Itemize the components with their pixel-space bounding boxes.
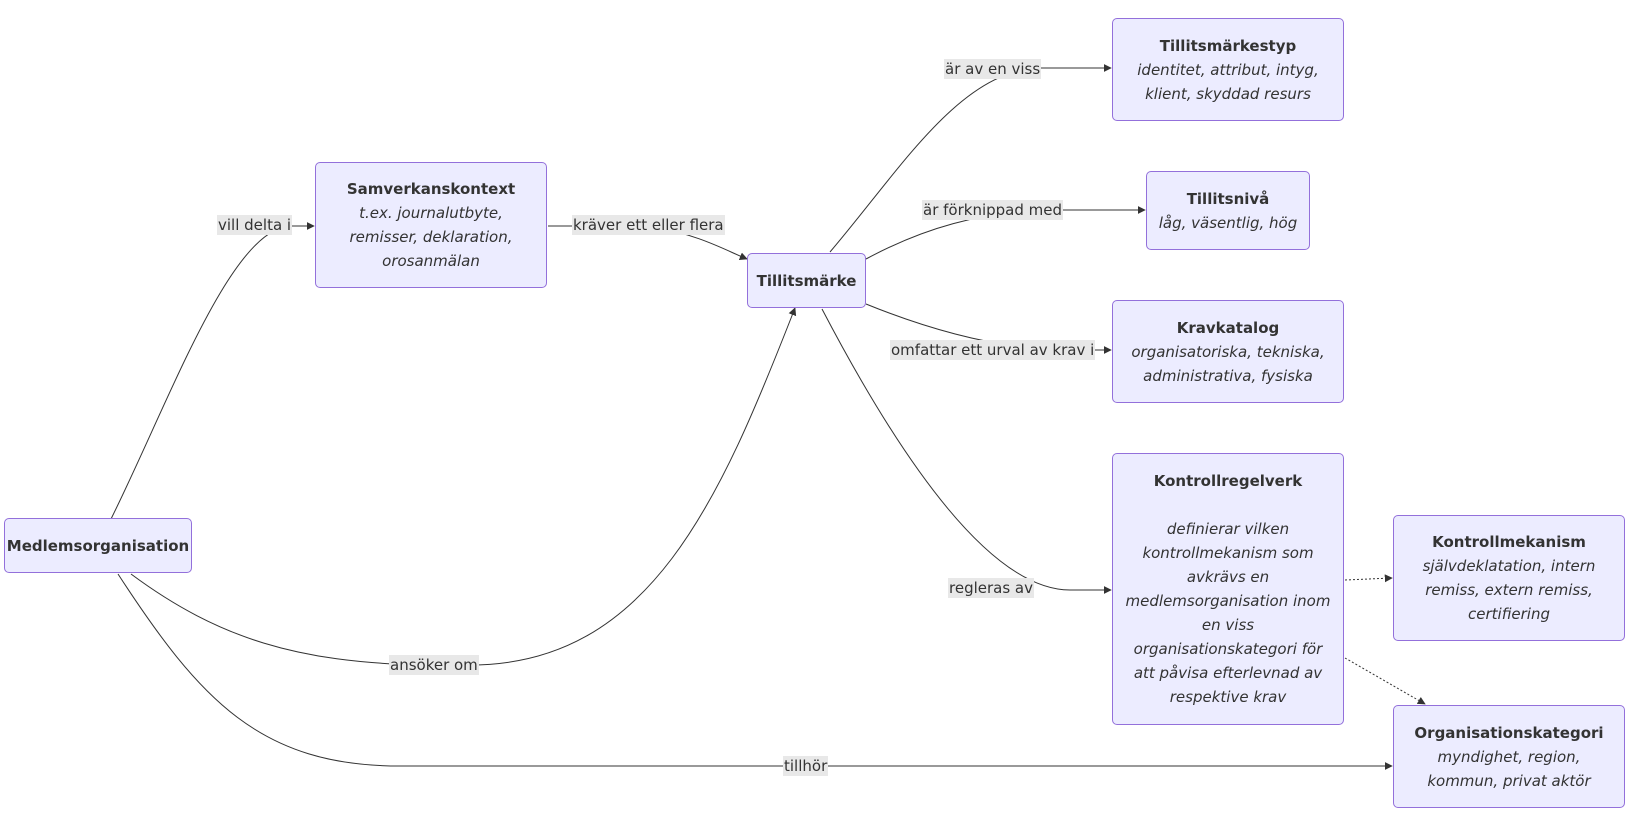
node-kravkatalog-desc-2: administrativa, fysiska — [1143, 366, 1313, 385]
node-organisationskategori-desc-1: myndighet, region, — [1437, 747, 1581, 766]
node-samverkanskontext-desc-2: remisser, deklaration, — [349, 228, 513, 246]
edge-label-regleras-av: regleras av — [948, 578, 1034, 598]
node-tillitsniva-desc-1: låg, väsentlig, hög — [1158, 213, 1298, 232]
node-kontrollmekanism-desc-1: självdeklatation, intern — [1422, 557, 1596, 575]
edge-label-ar-forknippad-med: är förknippad med — [922, 200, 1063, 220]
node-tillitsmarke[interactable]: Tillitsmärke — [747, 253, 866, 308]
node-kontrollregelverk-desc-8: respektive krav — [1169, 688, 1287, 706]
node-kontrollmekanism[interactable]: Kontrollmekanism självdeklatation, inter… — [1393, 515, 1625, 641]
node-kontrollregelverk-desc-2: kontrollmekanism som — [1142, 544, 1314, 562]
node-tillitsniva[interactable]: Tillitsnivå låg, väsentlig, hög — [1146, 171, 1310, 250]
edge-label-tillhor: tillhör — [783, 756, 829, 776]
node-kontrollregelverk-title: Kontrollregelverk — [1153, 472, 1303, 490]
node-kontrollregelverk[interactable]: Kontrollregelverk definierar vilken kont… — [1112, 453, 1344, 725]
node-samverkanskontext-title: Samverkanskontext — [346, 180, 516, 198]
node-kravkatalog-title: Kravkatalog — [1176, 318, 1280, 337]
node-samverkanskontext-desc-1: t.ex. journalutbyte, — [359, 204, 503, 222]
node-organisationskategori[interactable]: Organisationskategori myndighet, region,… — [1393, 705, 1625, 808]
edge-regleras-av — [821, 308, 1112, 594]
node-organisationskategori-title: Organisationskategori — [1414, 723, 1604, 742]
edge-label-kraver-ett-eller-flera: kräver ett eller flera — [572, 215, 725, 235]
node-tillitsmarkestyp[interactable]: Tillitsmärkestyp identitet, attribut, in… — [1112, 18, 1344, 121]
node-medlemsorganisation[interactable]: Medlemsorganisation — [4, 518, 192, 573]
node-samverkanskontext-desc-3: orosanmälan — [382, 252, 480, 270]
node-kontrollregelverk-desc-6: organisationskategori för — [1133, 640, 1323, 658]
node-organisationskategori-desc-2: kommun, privat aktör — [1427, 771, 1591, 790]
edge-kontrollregelverk-to-organisationskategori — [1344, 657, 1426, 705]
node-tillitsmarkestyp-title: Tillitsmärkestyp — [1159, 36, 1297, 55]
node-tillitsmarkestyp-desc-1: identitet, attribut, intyg, — [1137, 60, 1319, 79]
node-kravkatalog[interactable]: Kravkatalog organisatoriska, tekniska, a… — [1112, 300, 1344, 403]
node-medlemsorganisation-title: Medlemsorganisation — [6, 536, 190, 555]
node-kravkatalog-desc-1: organisatoriska, tekniska, — [1131, 342, 1325, 361]
edge-ansoker-om — [130, 307, 797, 666]
node-kontrollmekanism-desc-2: remiss, extern remiss, — [1425, 581, 1593, 599]
edge-label-ar-av-en-viss: är av en viss — [944, 59, 1042, 79]
node-kontrollmekanism-title: Kontrollmekanism — [1432, 533, 1586, 551]
edge-label-omfattar-ett-urval-av-krav-i: omfattar ett urval av krav i — [890, 340, 1096, 360]
edge-label-ansoker-om: ansöker om — [389, 655, 479, 675]
node-tillitsniva-title: Tillitsnivå — [1186, 189, 1270, 208]
node-kontrollregelverk-desc-1: definierar vilken — [1166, 520, 1290, 538]
edge-ar-av-en-viss — [829, 64, 1112, 253]
node-samverkanskontext[interactable]: Samverkanskontext t.ex. journalutbyte, r… — [315, 162, 547, 288]
node-kontrollregelverk-desc-4: medlemsorganisation inom — [1125, 592, 1331, 610]
edge-tillhor — [117, 573, 1393, 770]
node-tillitsmarke-title: Tillitsmärke — [756, 271, 857, 290]
edge-vill-delta-i — [110, 222, 315, 520]
node-kontrollmekanism-desc-3: certifiering — [1468, 605, 1550, 623]
node-kontrollregelverk-desc-5: en viss — [1201, 616, 1255, 634]
node-kontrollregelverk-desc-3: avkrävs en — [1186, 568, 1270, 586]
node-tillitsmarkestyp-desc-2: klient, skyddad resurs — [1145, 84, 1311, 103]
node-kontrollregelverk-desc-7: att påvisa efterlevnad av — [1133, 664, 1323, 682]
edge-kontrollregelverk-to-kontrollmekanism — [1344, 574, 1393, 583]
edge-label-vill-delta-i: vill delta i — [217, 215, 293, 235]
